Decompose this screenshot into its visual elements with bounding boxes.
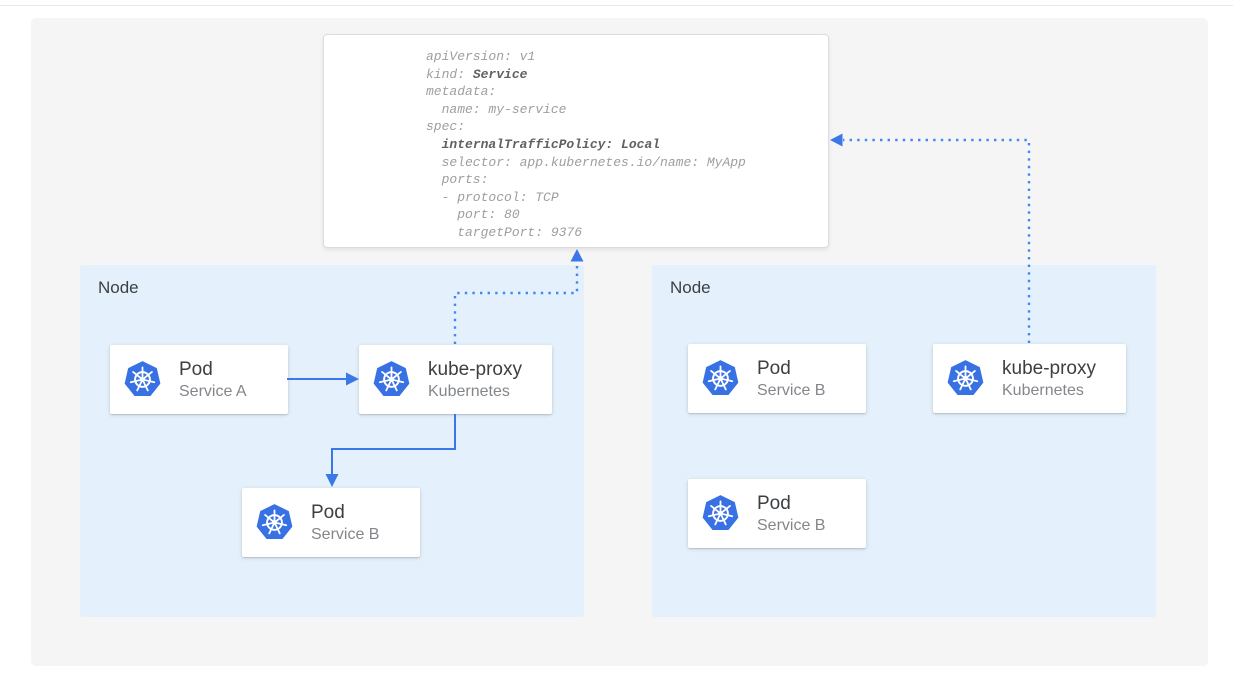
kube-proxy-card-left: kube-proxy Kubernetes [359,345,552,414]
pod-card-service-b-right-top: Pod Service B [688,344,866,413]
card-title: Pod [757,357,791,379]
kubernetes-icon [701,359,740,398]
pod-card-service-b-right-bottom: Pod Service B [688,479,866,548]
pod-card-service-a: Pod Service A [110,345,288,414]
kubernetes-icon [372,360,411,399]
kube-proxy-card-right: kube-proxy Kubernetes [933,344,1126,413]
card-subtitle: Service B [757,516,826,534]
card-subtitle: Service B [757,381,826,399]
node-right: Node Pod Service B kube-proxy Kubernetes [652,265,1156,617]
card-title: Pod [179,358,213,380]
node-label: Node [670,278,711,297]
card-title: kube-proxy [1002,357,1096,379]
card-title: kube-proxy [428,358,522,380]
card-subtitle: Kubernetes [1002,381,1084,399]
card-subtitle: Service A [179,382,247,400]
kubernetes-icon [946,359,985,398]
node-label: Node [98,278,139,297]
kubernetes-icon [123,360,162,399]
kubernetes-icon [255,503,294,542]
pod-card-service-b-left: Pod Service B [242,488,420,557]
card-title: Pod [757,492,791,514]
kubernetes-icon [701,494,740,533]
card-subtitle: Service B [311,525,380,543]
top-divider [0,5,1233,6]
card-subtitle: Kubernetes [428,382,510,400]
node-left: Node Pod Service A kube-proxy Kubernetes [80,265,584,617]
card-title: Pod [311,501,345,523]
